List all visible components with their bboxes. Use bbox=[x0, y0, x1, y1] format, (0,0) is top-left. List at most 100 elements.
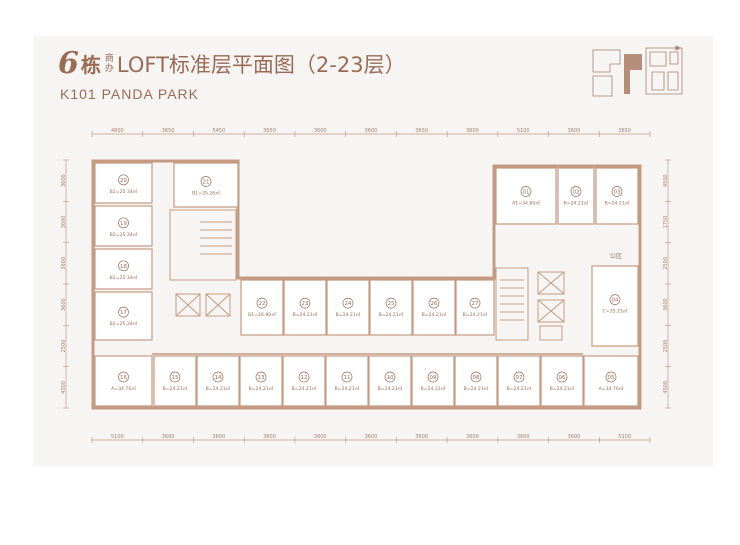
room-27: 27B=24.21㎡ bbox=[455, 279, 495, 336]
stair-icon-left bbox=[200, 221, 232, 255]
room-06: 06B=24.21㎡ bbox=[540, 355, 584, 407]
room-outline bbox=[94, 291, 153, 341]
room-outline bbox=[455, 279, 495, 336]
dimension-value: 5100 bbox=[517, 128, 530, 134]
dimension-value: 4800 bbox=[111, 128, 124, 134]
room-number: 14 bbox=[215, 375, 222, 381]
room-outline bbox=[239, 355, 283, 407]
room-outline bbox=[173, 162, 239, 208]
room-number-circle bbox=[428, 297, 440, 309]
room-area: B=24.21㎡ bbox=[293, 311, 318, 318]
room-04: 04C=35.15㎡ bbox=[591, 265, 639, 347]
room-02: 02B=24.21㎡ bbox=[557, 167, 595, 225]
room-area: B2=25.34㎡ bbox=[110, 231, 138, 238]
room-outline bbox=[454, 355, 498, 407]
dimension-value: 3600 bbox=[61, 298, 67, 311]
room-number: 16 bbox=[120, 375, 127, 381]
room-12: 12B=24.21㎡ bbox=[282, 355, 326, 407]
room-number: 21 bbox=[203, 179, 210, 185]
room-number: 24 bbox=[345, 301, 352, 307]
room-area: B=24.21㎡ bbox=[605, 200, 630, 207]
room-number: 04 bbox=[612, 298, 619, 304]
room-15: 15B=24.21㎡ bbox=[153, 355, 197, 407]
cores bbox=[169, 209, 565, 341]
room-area: C=35.15㎡ bbox=[603, 308, 628, 315]
room-13: 13B=24.21㎡ bbox=[239, 355, 283, 407]
room-number: 23 bbox=[302, 301, 309, 307]
room-area: B2=25.34㎡ bbox=[110, 274, 138, 281]
room-number-circle bbox=[469, 297, 481, 309]
room-area: B1=26.80㎡ bbox=[248, 311, 276, 318]
room-number-circle bbox=[298, 371, 310, 383]
room-outline bbox=[368, 355, 412, 407]
room-outline bbox=[583, 355, 639, 407]
dimension-value: 3650 bbox=[263, 128, 276, 134]
room-area: B=24.21㎡ bbox=[292, 385, 317, 392]
dimension-value: 3600 bbox=[61, 257, 67, 270]
room-number-circle bbox=[611, 186, 623, 197]
room-area: B=24.21㎡ bbox=[507, 385, 532, 392]
room-outline bbox=[369, 279, 413, 336]
page-title: 6 栋 商 办 LOFT标准层平面图（2-23层） bbox=[58, 46, 406, 81]
room-number: 01 bbox=[523, 190, 530, 196]
project-subtitle: K101 PANDA PARK bbox=[60, 86, 199, 102]
dimension-value: 3600 bbox=[61, 216, 67, 229]
dimension-value: 3600 bbox=[466, 434, 479, 440]
dimension-value: 5100 bbox=[111, 434, 124, 440]
room-outline bbox=[591, 265, 639, 347]
room-number-circle bbox=[118, 217, 129, 229]
room-number-circle bbox=[118, 260, 129, 272]
room-number-circle bbox=[118, 174, 129, 186]
dimension-value: 4500 bbox=[663, 174, 669, 187]
building-suffix: 栋 bbox=[80, 53, 101, 77]
room-number: 11 bbox=[344, 375, 351, 381]
dimension-value: 3600 bbox=[415, 434, 428, 440]
dimension-value: 5450 bbox=[212, 128, 225, 134]
room-number: 02 bbox=[573, 190, 580, 196]
room-11: 11B=24.21㎡ bbox=[325, 355, 369, 407]
room-outline bbox=[94, 162, 153, 204]
room-outline bbox=[540, 355, 584, 407]
room-number-circle bbox=[470, 371, 482, 383]
shaft-right bbox=[539, 325, 563, 341]
dimension-value: 3600 bbox=[212, 434, 225, 440]
room-outline bbox=[326, 279, 370, 336]
room-area: B=24.21㎡ bbox=[379, 311, 404, 318]
room-area: B2=25.34㎡ bbox=[110, 188, 138, 195]
room-area: B=24.21㎡ bbox=[249, 385, 274, 392]
room-number-circle bbox=[212, 371, 224, 383]
room-number-circle bbox=[169, 371, 181, 383]
room-07: 07B=24.21㎡ bbox=[497, 355, 541, 407]
room-number-circle bbox=[520, 186, 532, 197]
room-number: 12 bbox=[301, 375, 308, 381]
room-outline bbox=[196, 355, 240, 407]
room-number-circle bbox=[255, 371, 267, 383]
dimension-value: 3600 bbox=[263, 434, 276, 440]
usage-tag-top: 商 bbox=[104, 53, 114, 64]
room-area: B2=25.34㎡ bbox=[110, 320, 138, 327]
room-area: B1=35.26㎡ bbox=[192, 189, 220, 196]
room-area: A1=34.89㎡ bbox=[512, 200, 540, 207]
room-outline bbox=[94, 248, 153, 290]
stair-core-right bbox=[495, 267, 529, 341]
room-14: 14B=24.21㎡ bbox=[196, 355, 240, 407]
room-09: 09B=24.21㎡ bbox=[411, 355, 455, 407]
room-26: 26B=24.21㎡ bbox=[412, 279, 456, 336]
room-area: B=24.21㎡ bbox=[378, 385, 403, 392]
public-area-label: 公区 bbox=[610, 253, 622, 260]
room-number-circle bbox=[118, 306, 129, 318]
room-area: B=24.21㎡ bbox=[163, 385, 188, 392]
room-03: 03B=24.21㎡ bbox=[595, 167, 639, 225]
elevator-left-1 bbox=[175, 293, 201, 317]
room-number-circle bbox=[118, 371, 129, 383]
room-number-circle bbox=[341, 371, 353, 383]
dimension-ticks bbox=[63, 131, 671, 443]
dimension-value: 3600 bbox=[365, 128, 378, 134]
room-05: 05A=34.76㎡ bbox=[583, 355, 639, 407]
